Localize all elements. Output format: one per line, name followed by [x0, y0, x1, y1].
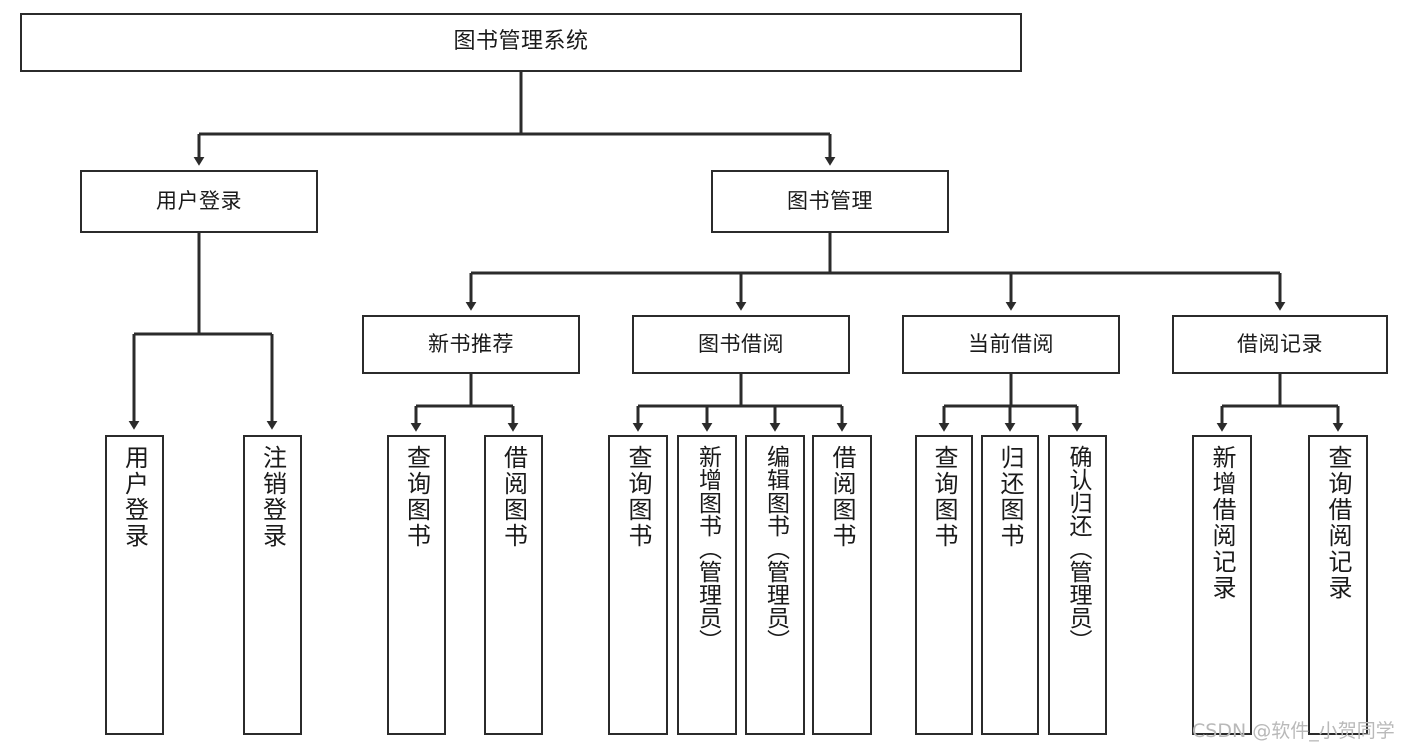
leaf-confirm-return[interactable]: 确认归还（管理员） [1048, 435, 1107, 735]
node-book-borrow[interactable]: 图书借阅 [632, 315, 850, 374]
leaf-confirm-return-label: 确认归还（管理员） [1065, 445, 1091, 652]
leaf-borrow-book-label: 借阅图书 [828, 445, 856, 549]
leaf-logout-label: 注销登录 [258, 445, 287, 549]
node-current-borrow-label: 当前借阅 [968, 331, 1054, 356]
leaf-borrow-book-recommend[interactable]: 借阅图书 [484, 435, 543, 735]
leaf-query-book-recommend[interactable]: 查询图书 [387, 435, 446, 735]
node-user-login[interactable]: 用户登录 [80, 170, 318, 233]
node-user-login-label: 用户登录 [156, 188, 242, 213]
leaf-query-book-current-label: 查询图书 [930, 445, 958, 549]
node-book-borrow-label: 图书借阅 [698, 331, 784, 356]
node-borrow-record-label: 借阅记录 [1237, 331, 1323, 356]
leaf-query-book-current[interactable]: 查询图书 [915, 435, 973, 735]
leaf-add-borrow-record[interactable]: 新增借阅记录 [1192, 435, 1252, 735]
node-new-book-recommend[interactable]: 新书推荐 [362, 315, 580, 374]
leaf-query-borrow-record[interactable]: 查询借阅记录 [1308, 435, 1368, 735]
leaf-add-book-label: 新增图书（管理员） [694, 445, 721, 652]
leaf-query-borrow-record-label: 查询借阅记录 [1324, 445, 1352, 601]
leaf-return-book[interactable]: 归还图书 [981, 435, 1039, 735]
node-current-borrow[interactable]: 当前借阅 [902, 315, 1120, 374]
leaf-query-book-borrow[interactable]: 查询图书 [608, 435, 668, 735]
leaf-logout[interactable]: 注销登录 [243, 435, 302, 735]
leaf-borrow-book-recommend-label: 借阅图书 [499, 445, 528, 549]
leaf-query-book-borrow-label: 查询图书 [624, 445, 652, 549]
node-root-label: 图书管理系统 [453, 29, 589, 55]
leaf-edit-book-label: 编辑图书（管理员） [762, 445, 789, 652]
node-borrow-record[interactable]: 借阅记录 [1172, 315, 1388, 374]
leaf-add-borrow-record-label: 新增借阅记录 [1208, 445, 1236, 601]
leaf-add-book[interactable]: 新增图书（管理员） [677, 435, 737, 735]
leaf-return-book-label: 归还图书 [996, 445, 1024, 549]
node-book-manage-label: 图书管理 [787, 188, 873, 213]
leaf-borrow-book[interactable]: 借阅图书 [812, 435, 872, 735]
leaf-query-book-recommend-label: 查询图书 [402, 445, 431, 549]
node-new-book-recommend-label: 新书推荐 [428, 331, 514, 356]
leaf-edit-book[interactable]: 编辑图书（管理员） [745, 435, 805, 735]
leaf-user-login-label: 用户登录 [120, 445, 149, 549]
watermark: CSDN @软件_小贺同学 [1192, 720, 1395, 742]
node-book-manage[interactable]: 图书管理 [711, 170, 949, 233]
node-root[interactable]: 图书管理系统 [20, 13, 1022, 72]
leaf-user-login[interactable]: 用户登录 [105, 435, 164, 735]
